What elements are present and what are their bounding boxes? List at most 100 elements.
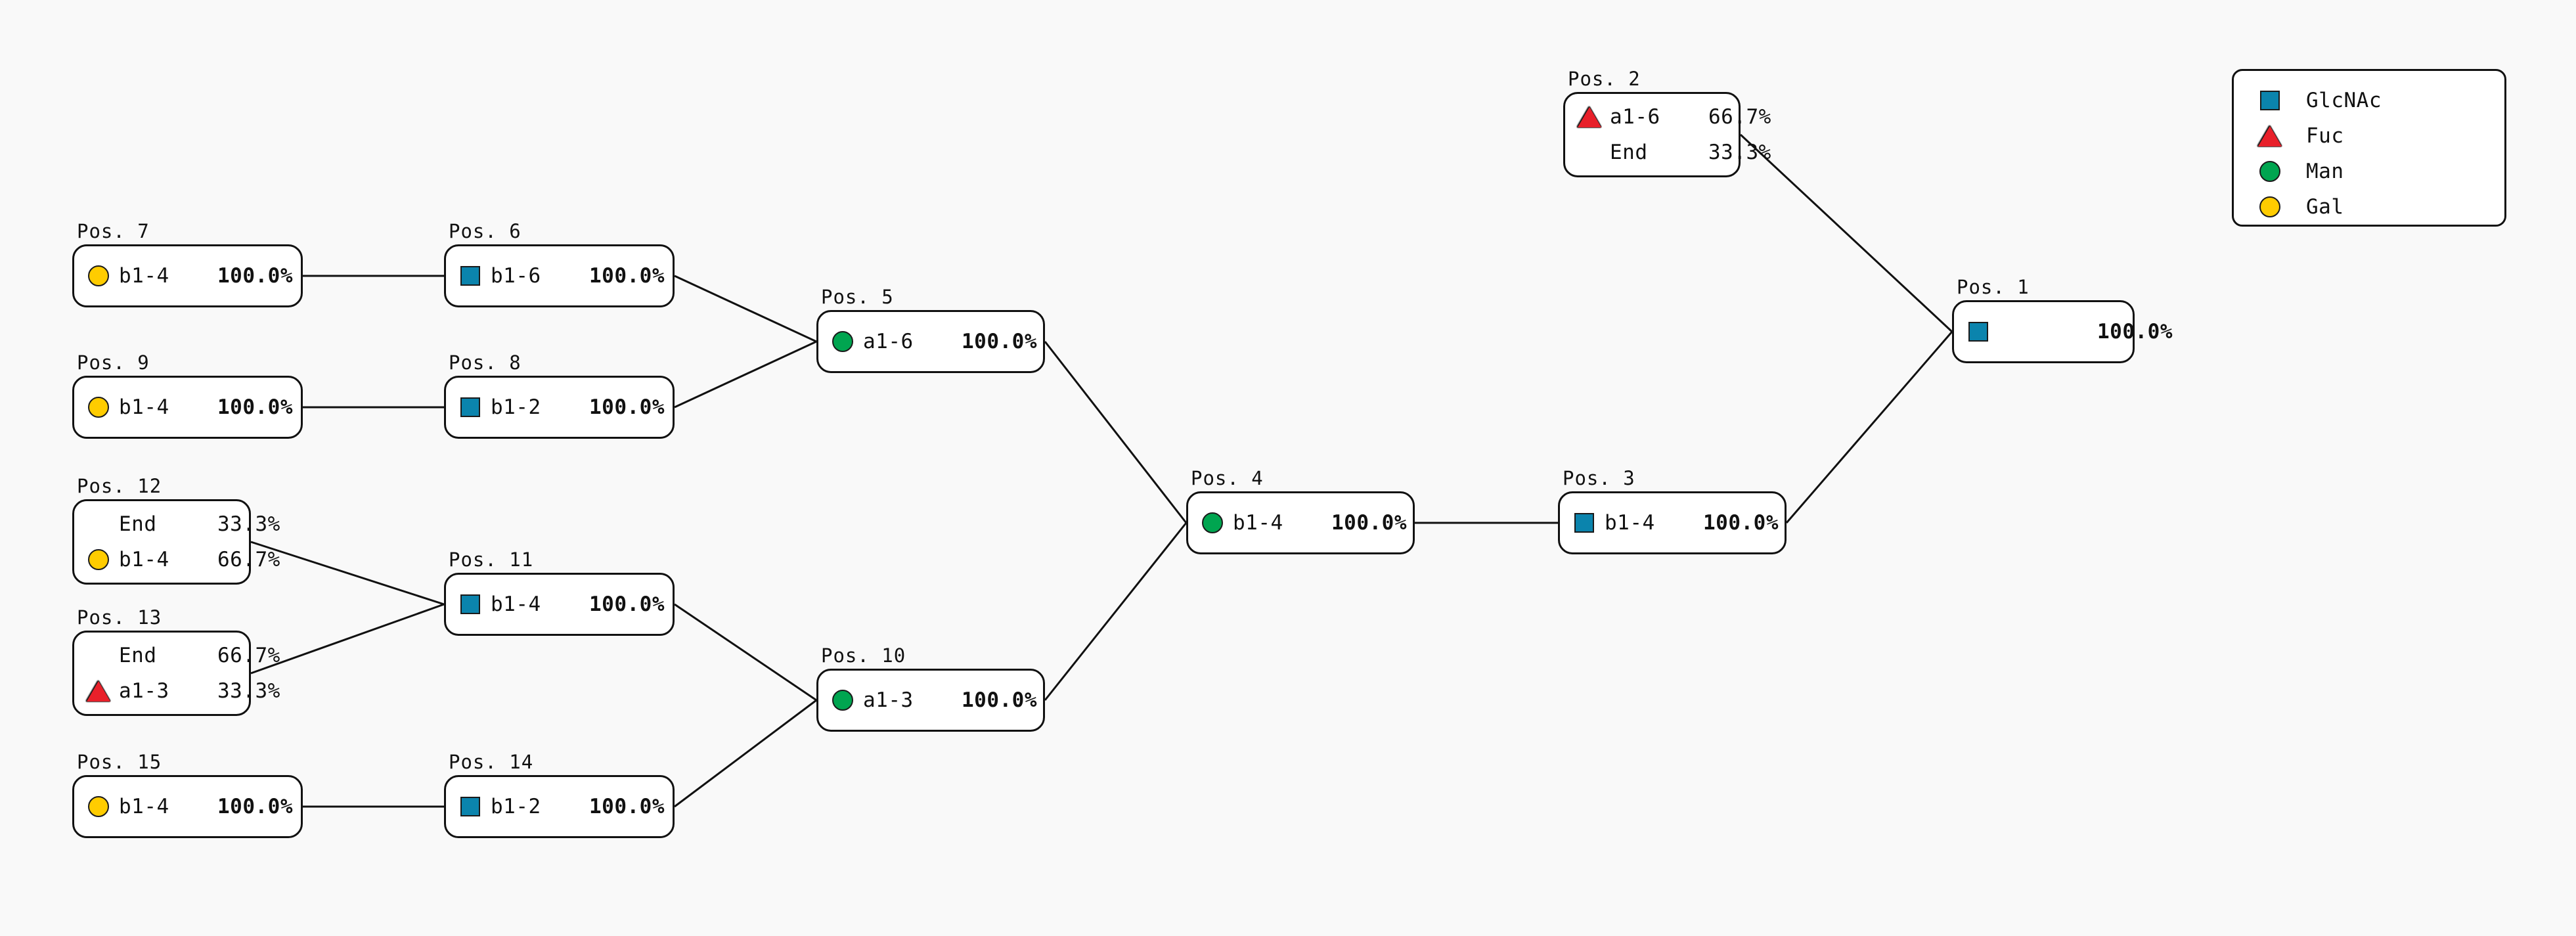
residue-icon-cell <box>1569 143 1610 162</box>
node-rows: b1-4 100.0% <box>74 789 301 824</box>
man-circle-icon <box>1202 512 1223 533</box>
node-row: End 33.3% <box>1569 135 1771 170</box>
residue-icon-cell <box>78 680 119 702</box>
residue-icon-cell <box>1192 512 1233 533</box>
residue-icon-cell <box>1569 106 1610 127</box>
node-position-label: Pos. 8 <box>449 351 522 374</box>
no-residue-placeholder <box>89 514 108 534</box>
node-pos15[interactable]: Pos. 15 b1-4 100.0% <box>72 751 303 838</box>
residue-icon-cell <box>1958 322 1999 342</box>
percentage-value: 100.0% <box>1331 511 1407 535</box>
node-position-label: Pos. 9 <box>77 351 150 374</box>
residue-icon-cell <box>822 331 863 352</box>
legend-item-gal: Gal <box>2234 190 2504 224</box>
linkage-label: a1-3 <box>119 679 169 703</box>
glcnac-square-icon <box>1574 513 1594 533</box>
node-pos8[interactable]: Pos. 8 b1-2 100.0% <box>444 351 675 439</box>
linkage-label: a1-3 <box>863 688 914 712</box>
legend-label: Fuc <box>2306 124 2344 148</box>
legend-item-fuc: Fuc <box>2234 119 2504 153</box>
node-position-label: Pos. 7 <box>77 220 150 242</box>
node-row: b1-4 100.0% <box>78 789 297 824</box>
percentage-value: 100.0% <box>962 330 1037 353</box>
residue-icon-cell <box>78 646 119 665</box>
percentage-value: 33.3% <box>1708 141 1771 164</box>
node-row: 100.0% <box>1958 314 2172 349</box>
node-pos1[interactable]: Pos. 1 100.0% <box>1952 276 2172 363</box>
node-position-label: Pos. 4 <box>1191 467 1264 489</box>
node-pos7[interactable]: Pos. 7 b1-4 100.0% <box>72 220 303 307</box>
node-position-label: Pos. 11 <box>449 548 534 571</box>
man-circle-icon <box>832 690 853 711</box>
man-circle-icon <box>2259 161 2280 182</box>
node-position-label: Pos. 12 <box>77 475 162 497</box>
gal-circle-icon <box>88 796 109 817</box>
residue-icon-cell <box>78 514 119 534</box>
percentage-value: 100.0% <box>589 395 665 419</box>
legend-icon-cell <box>2234 91 2306 110</box>
fuc-triangle-icon <box>87 680 110 702</box>
linkage-label: End <box>119 644 157 667</box>
residue-icon-cell <box>78 549 119 570</box>
node-position-label: Pos. 15 <box>77 751 162 773</box>
linkage-label: a1-6 <box>1610 105 1660 129</box>
residue-icon-cell <box>450 266 491 286</box>
edge-pos5-to-pos4 <box>1044 341 1188 524</box>
gal-circle-icon <box>88 549 109 570</box>
percentage-value: 66.7% <box>1708 105 1771 129</box>
gal-circle-icon <box>2259 196 2280 217</box>
percentage-value: 33.3% <box>217 679 280 703</box>
fuc-triangle-icon <box>2258 125 2282 146</box>
percentage-value: 100.0% <box>589 264 665 288</box>
glcnac-square-icon <box>460 797 480 816</box>
node-rows: a1-6 100.0% <box>818 324 1043 359</box>
no-residue-placeholder <box>89 646 108 665</box>
node-position-label: Pos. 6 <box>449 220 522 242</box>
linkage-label: End <box>1610 141 1648 164</box>
node-row: b1-4 100.0% <box>78 258 297 294</box>
node-row: a1-6 66.7% <box>1569 99 1771 135</box>
residue-icon-cell <box>450 594 491 614</box>
linkage-label: b1-4 <box>119 795 169 818</box>
node-position-label: Pos. 1 <box>1957 276 2030 298</box>
glcnac-square-icon <box>1968 322 1988 342</box>
man-circle-icon <box>832 331 853 352</box>
linkage-label: b1-4 <box>119 264 169 288</box>
percentage-value: 100.0% <box>217 795 293 818</box>
residue-icon-cell <box>78 796 119 817</box>
percentage-value: 100.0% <box>2097 320 2173 344</box>
linkage-label: a1-6 <box>863 330 914 353</box>
residue-icon-cell <box>450 397 491 417</box>
edge-pos10-to-pos4 <box>1044 522 1188 701</box>
linkage-label: b1-2 <box>491 795 541 818</box>
percentage-value: 100.0% <box>217 264 293 288</box>
linkage-label: b1-4 <box>119 395 169 419</box>
linkage-label: b1-2 <box>491 395 541 419</box>
legend-label: GlcNAc <box>2306 89 2382 112</box>
